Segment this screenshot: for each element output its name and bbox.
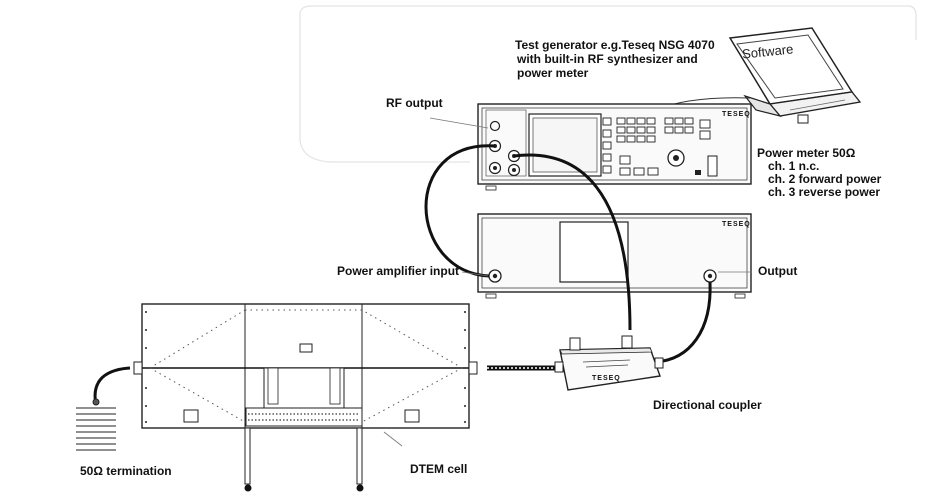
amplifier-brand: TESEQ xyxy=(722,221,751,228)
generator-brand: TESEQ xyxy=(722,111,751,118)
enclosure-outline xyxy=(299,5,917,163)
dtem-leader xyxy=(383,431,403,447)
power-meter-ch3: ch. 3 reverse power xyxy=(768,185,881,199)
dtem-cell xyxy=(133,303,478,492)
power-amplifier xyxy=(477,213,752,299)
output-cable xyxy=(654,281,712,364)
laptop-icon xyxy=(728,27,862,124)
amp-input-label: Power amplifier input xyxy=(337,264,460,278)
directional-coupler xyxy=(554,335,664,391)
dtem-label: DTEM cell xyxy=(410,462,468,476)
rf-output-label: RF output xyxy=(386,96,443,110)
power-meter-ch1: ch. 1 n.c. xyxy=(768,159,820,173)
coupler-label: Directional coupler xyxy=(653,398,762,412)
coupler-brand: TESEQ xyxy=(592,375,621,382)
forward-power-cable xyxy=(513,153,632,331)
amp-input-leader xyxy=(461,271,489,277)
test-generator xyxy=(477,103,752,191)
termination-label: 50Ω termination xyxy=(80,464,172,478)
generator-label-line2: with built-in RF synthesizer and xyxy=(517,52,698,66)
generator-label-line1: Test generator e.g.Teseq NSG 4070 xyxy=(515,38,715,52)
amp-output-label: Output xyxy=(758,264,798,278)
rf-output-leader xyxy=(429,117,489,129)
rf-cable xyxy=(424,144,496,278)
generator-label-line3: power meter xyxy=(517,66,589,80)
power-meter-ch2: ch. 2 forward power xyxy=(768,172,882,186)
termination-cable xyxy=(93,366,131,406)
power-meter-title: Power meter 50Ω xyxy=(757,146,856,160)
termination-load xyxy=(76,398,116,451)
